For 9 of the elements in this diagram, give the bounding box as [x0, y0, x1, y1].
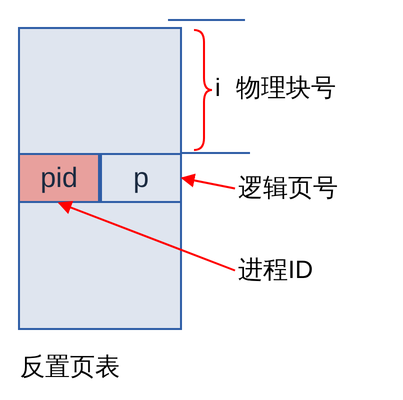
annotation-text: 物理块号: [236, 76, 336, 101]
annotation-text: 逻辑页号: [238, 176, 338, 201]
table-cell: p: [100, 153, 182, 203]
index-label: i: [215, 76, 221, 101]
table-cell: pid: [18, 153, 100, 203]
arrow: [180, 174, 236, 190]
arrow: [58, 200, 236, 272]
annotation-text: 进程ID: [238, 258, 313, 283]
table-caption: 反置页表: [20, 355, 120, 380]
